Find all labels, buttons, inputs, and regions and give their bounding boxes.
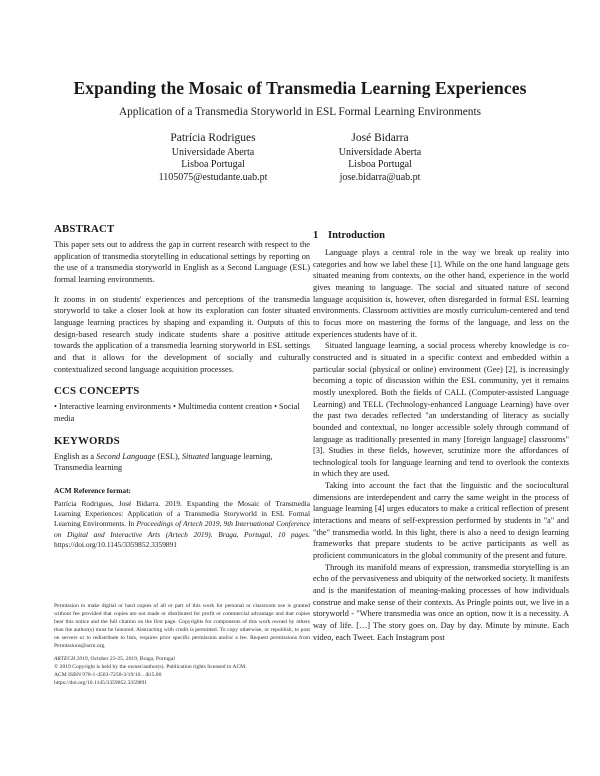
introduction-heading: 1 Introduction	[313, 229, 569, 243]
author-location: Lisboa Portugal	[348, 159, 412, 171]
author-email[interactable]: jose.bidarra@uab.pt	[339, 171, 421, 183]
paper-subtitle: Application of a Transmedia Storyworld i…	[119, 106, 481, 118]
author-location: Lisboa Portugal	[181, 159, 245, 171]
left-column: ABSTRACT This paper sets out to address …	[54, 222, 310, 550]
keywords-heading: KEYWORDS	[54, 434, 120, 447]
conference-date-location: , October 23-25, 2019, Braga, Portugal	[87, 656, 175, 663]
right-column: 1 Introduction Language plays a central r…	[313, 229, 569, 643]
reference-doi-link[interactable]: https://doi.org/10.1145/3359852.3359891	[54, 540, 177, 550]
keyword-text: Situated	[181, 451, 210, 461]
reference-format-text: Patrícia Rodrigues, José Bidarra. 2019. …	[54, 499, 310, 550]
permission-footnote: Permission to make digital or hard copie…	[54, 603, 310, 688]
abstract-heading: ABSTRACT	[54, 223, 115, 235]
keywords-list: English as a Second Language (ESL), Situ…	[54, 451, 310, 474]
author-block: Patrícia Rodrigues Universidade Aberta L…	[133, 131, 293, 184]
author-email[interactable]: 1105075@estudante.uab.pt	[158, 171, 268, 183]
intro-paragraph: Taking into account the fact that the li…	[313, 481, 569, 561]
reference-plain: Patrícia Rodrigues, José Bidarra. 2019. …	[54, 498, 310, 529]
ccs-concepts: • Interactive learning environments • Mu…	[54, 402, 300, 423]
author-affiliation: Universidade Aberta	[171, 147, 255, 158]
author-affiliation: Universidade Aberta	[338, 147, 422, 158]
intro-paragraph: Language plays a central role in the way…	[313, 248, 569, 339]
isbn-line: ACM ISBN 978-1-4503-7250-3/19/10…$15.00	[54, 672, 162, 679]
conference-name: ARTECH 2019	[54, 656, 88, 663]
section-number: 1	[313, 230, 319, 241]
intro-paragraph: Through its manifold means of expression…	[313, 562, 569, 642]
reference-venue: Proceedings of Artech 2019, 9th Internat…	[54, 519, 311, 539]
ccs-heading: CCS CONCEPTS	[54, 385, 140, 398]
abstract-paragraph: It zooms in on students' experiences and…	[54, 294, 310, 374]
paper-title: Expanding the Mosaic of Transmedia Learn…	[73, 78, 527, 98]
author-block: José Bidarra Universidade Aberta Lisboa …	[300, 131, 460, 184]
author-name: José Bidarra	[351, 132, 409, 144]
permission-text: Permission to make digital or hard copie…	[54, 603, 310, 649]
doi-link[interactable]: https://doi.org/10.1145/3359852.3359891	[54, 680, 148, 687]
intro-paragraph: Situated language learning, a social pro…	[313, 341, 569, 479]
author-name: Patrícia Rodrigues	[170, 132, 256, 144]
keyword-text: (ESL),	[155, 451, 182, 461]
conference-line: ARTECH 2019, October 23-25, 2019, Braga,…	[54, 656, 310, 688]
section-title: Introduction	[328, 230, 385, 241]
copyright-line: © 2019 Copyright is held by the owner/au…	[54, 664, 247, 671]
keyword-text: English as a	[54, 451, 97, 461]
keyword-text: language learning, Transmedia learning	[54, 451, 273, 473]
reference-format-heading: ACM Reference format:	[54, 485, 132, 495]
abstract-paragraph: This paper sets out to address the gap i…	[54, 240, 310, 284]
keyword-text: Second Language	[96, 451, 156, 461]
